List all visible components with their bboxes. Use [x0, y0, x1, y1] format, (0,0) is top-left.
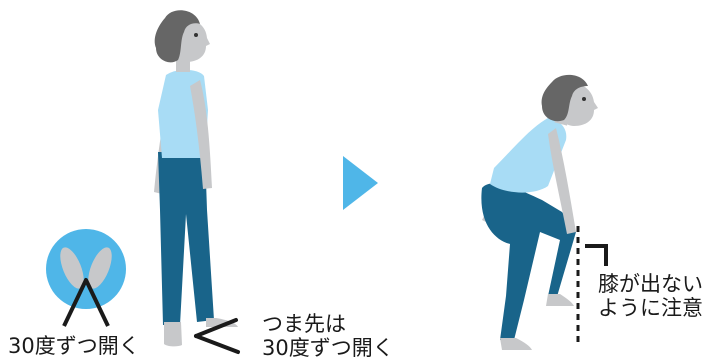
standing-hair — [154, 10, 200, 63]
feet-open-caption: 30度ずつ開く — [8, 334, 140, 358]
squat-back-foot — [546, 294, 574, 306]
standing-back-foot — [206, 318, 238, 327]
standing-front-foot — [164, 322, 182, 347]
squat-front-arm — [548, 128, 576, 234]
feet-top-view-icon — [46, 229, 126, 327]
knee-warning-line-2: ように注意 — [598, 296, 703, 320]
standing-eye — [194, 33, 198, 37]
toe-open-caption-line-2: 30度ずつ開く — [262, 336, 394, 360]
knee-warning-bracket — [585, 244, 608, 266]
squat-legs — [481, 183, 576, 340]
play-triangle-icon — [343, 156, 378, 210]
squat-eye — [582, 97, 586, 101]
squat-torso — [490, 118, 567, 193]
knee-warning-line-1: 膝が出ない — [598, 272, 703, 296]
squatting-figure — [481, 74, 598, 350]
standing-front-arm — [190, 80, 212, 189]
squat-hair — [541, 74, 588, 122]
toe-open-caption-line-1: つま先は — [262, 312, 346, 336]
toe-open-caption: つま先は 30度ずつ開く — [262, 312, 394, 360]
standing-legs — [158, 152, 214, 325]
knee-warning-caption: 膝が出ない ように注意 — [598, 272, 703, 320]
feet-angle-pointer — [62, 278, 110, 327]
squat-front-foot — [500, 338, 532, 350]
toe-angle-pointer — [194, 318, 240, 354]
standing-figure — [154, 10, 238, 347]
